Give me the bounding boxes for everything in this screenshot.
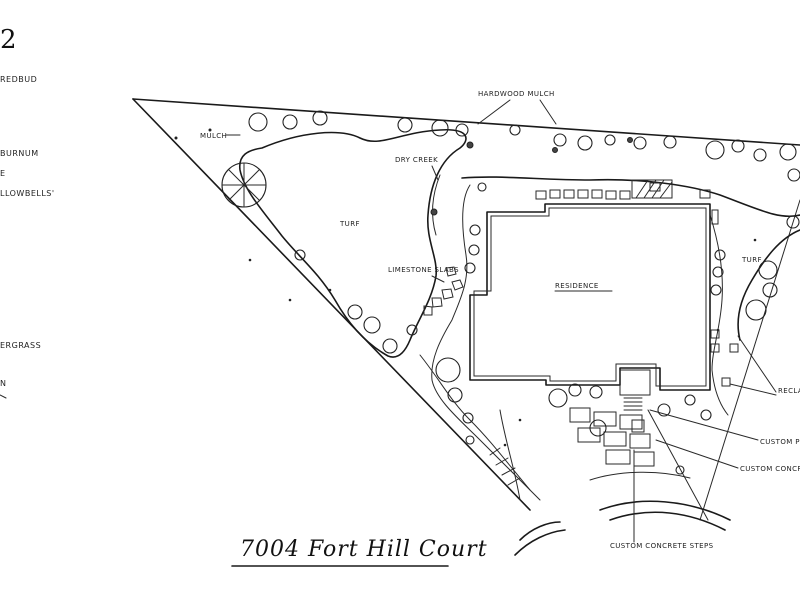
label-custom-paver: CUSTOM P xyxy=(760,438,800,446)
title-text: 7004 Fort Hill Court xyxy=(240,537,488,562)
residence-label: RESIDENCE xyxy=(555,282,599,290)
limestone-slabs xyxy=(423,266,464,316)
label-hardwood-mulch: HARDWOOD MULCH xyxy=(478,90,555,98)
driveway-arcs xyxy=(514,471,731,556)
residence: RESIDENCE xyxy=(469,203,711,391)
stepping-stones-top xyxy=(535,182,711,200)
legend-item-1: REDBUD xyxy=(0,75,37,84)
legend: 2 REDBUD BURNUM E LLOWBELLS' ERGRASS N xyxy=(0,25,55,399)
label-custom-concrete: CUSTOM CONCRETE xyxy=(740,465,800,473)
dry-creek xyxy=(430,174,441,236)
turf-edge-left xyxy=(238,129,467,358)
plantings xyxy=(221,110,800,475)
label-mulch: MULCH xyxy=(200,132,227,140)
turf-edge-right xyxy=(461,176,800,341)
front-walkway xyxy=(569,369,655,467)
legend-item-4: LLOWBELLS' xyxy=(0,189,55,198)
label-reclaimed-limestone: RECLAIMED LIMESTONE xyxy=(778,387,800,395)
property-boundary xyxy=(132,98,800,521)
plan-title: 7004 Fort Hill Court xyxy=(231,537,488,567)
planting-beds xyxy=(419,184,729,501)
label-custom-concrete-steps: CUSTOM CONCRETE STEPS xyxy=(610,542,714,550)
planting-dots xyxy=(174,128,757,447)
legend-symbol: 2 xyxy=(0,25,17,55)
hatching-lower-left xyxy=(489,447,521,486)
legend-item-5: ERGRASS xyxy=(0,341,41,350)
label-dry-creek: DRY CREEK xyxy=(395,156,438,164)
legend-item-2: BURNUM xyxy=(0,149,39,158)
legend-item-3: E xyxy=(0,169,6,178)
label-turf-right: TURF xyxy=(741,256,762,264)
label-turf-left: TURF xyxy=(339,220,360,228)
hatched-patio xyxy=(631,179,673,199)
label-limestone-slabs: LIMESTONE SLABS xyxy=(388,266,459,274)
labels: HARDWOOD MULCH MULCH DRY CREEK TURF TURF… xyxy=(200,90,800,550)
reclaimed-limestone-blocks xyxy=(710,209,739,387)
legend-item-6: N xyxy=(0,379,6,388)
